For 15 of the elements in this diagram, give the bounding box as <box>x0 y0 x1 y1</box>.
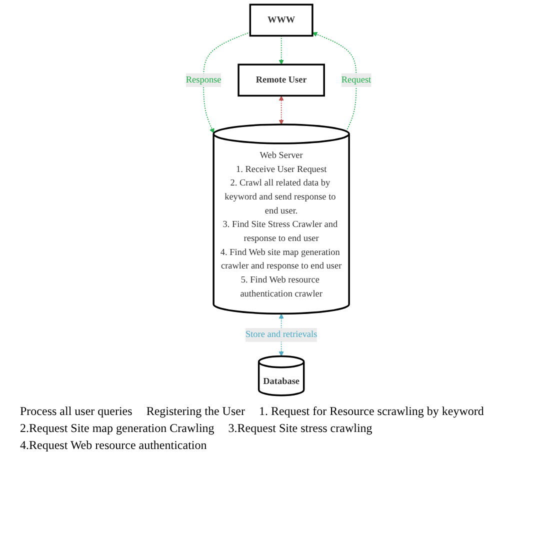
edge-label: Store and retrievals <box>245 330 318 340</box>
arrow <box>203 32 251 134</box>
note-text: 4.Request Web resource authentication <box>20 438 207 453</box>
arrow <box>278 96 284 125</box>
node-box: WWW <box>249 4 314 37</box>
note-text: 3.Request Site stress crawling <box>228 421 372 436</box>
edge-label: Request <box>341 74 372 85</box>
arrow <box>312 32 357 132</box>
note-text: Process all user queries <box>20 404 132 419</box>
note-text: 2.Request Site map generation Crawling <box>20 421 214 436</box>
note-text: 1. Request for Resource scrawling by keyword <box>258 404 484 419</box>
arrow <box>278 35 284 65</box>
note-text: Registering the User <box>146 404 245 419</box>
edge-label: Response <box>186 74 222 85</box>
node-box: Remote User <box>238 64 325 97</box>
